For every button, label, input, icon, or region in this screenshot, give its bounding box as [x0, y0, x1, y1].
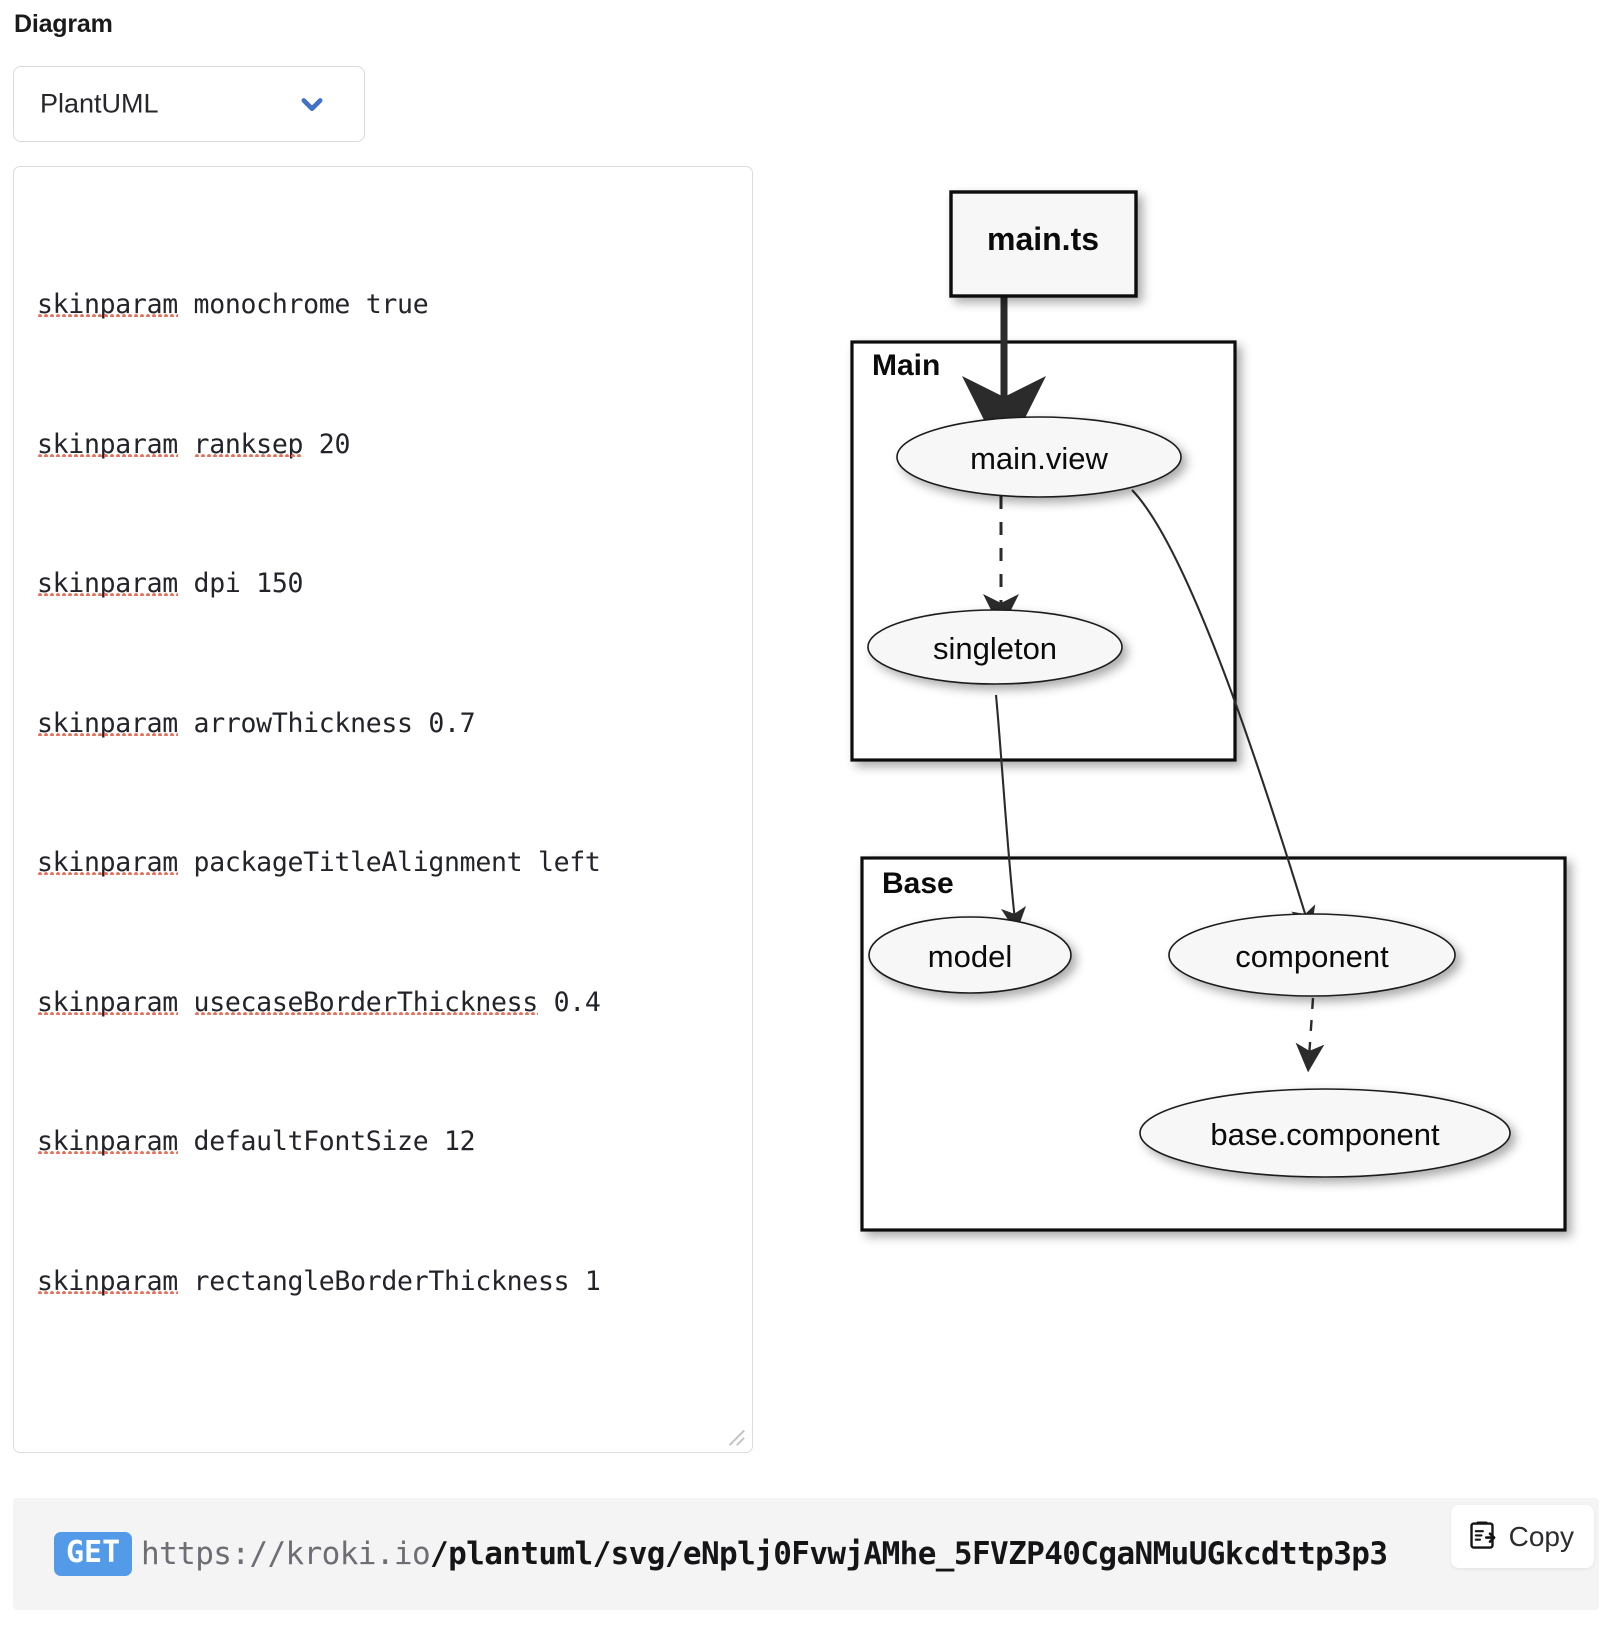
clipboard-copy-icon — [1465, 1517, 1499, 1556]
diagram-source-text[interactable]: skinparam monochrome true skinparam rank… — [37, 289, 601, 1576]
url-path: /plantuml/svg/eNplj0FvwjAMhe_5FVZP40CgaN… — [430, 1536, 1388, 1572]
node-model-label: model — [928, 939, 1012, 974]
node-base-component-label: base.component — [1210, 1117, 1440, 1152]
node-singleton: singleton — [867, 609, 1123, 685]
node-singleton-label: singleton — [933, 631, 1057, 666]
package-main-title: Main — [872, 349, 940, 382]
url-host: https://kroki.io — [141, 1536, 431, 1572]
diagram-preview: Main Base — [800, 160, 1600, 1280]
copy-url-button[interactable]: Copy — [1450, 1505, 1594, 1568]
diagram-type-value: PlantUML — [40, 88, 159, 119]
copy-button-label: Copy — [1508, 1520, 1574, 1552]
diagram-source-textarea[interactable]: skinparam monochrome true skinparam rank… — [13, 166, 753, 1576]
page-title: Diagram — [14, 10, 113, 38]
textarea-resize-handle[interactable] — [724, 1425, 746, 1447]
node-main-view-label: main.view — [970, 441, 1108, 476]
edge-singleton-to-model — [994, 694, 1027, 933]
node-component-label: component — [1235, 939, 1389, 974]
package-base: Base — [860, 856, 1567, 1232]
request-url-bar: GET https://kroki.io/plantuml/svg/eNplj0… — [13, 1498, 1599, 1610]
edge-main-view-to-component — [1131, 489, 1316, 933]
node-base-component: base.component — [1139, 1088, 1511, 1178]
http-method-badge: GET — [54, 1532, 133, 1576]
package-main: Main — [850, 340, 1237, 762]
node-main-ts: main.ts — [949, 190, 1138, 298]
node-model: model — [868, 916, 1072, 994]
request-url[interactable]: https://kroki.io/plantuml/svg/eNplj0Fvwj… — [141, 1536, 1591, 1572]
node-main-view: main.view — [896, 416, 1182, 498]
edge-component-to-base-component — [1295, 997, 1325, 1073]
diagram-type-select[interactable]: PlantUML — [13, 66, 365, 142]
node-component: component — [1168, 913, 1456, 997]
chevron-down-icon — [298, 90, 326, 118]
package-base-title: Base — [882, 867, 954, 900]
node-main-ts-label: main.ts — [987, 221, 1099, 257]
